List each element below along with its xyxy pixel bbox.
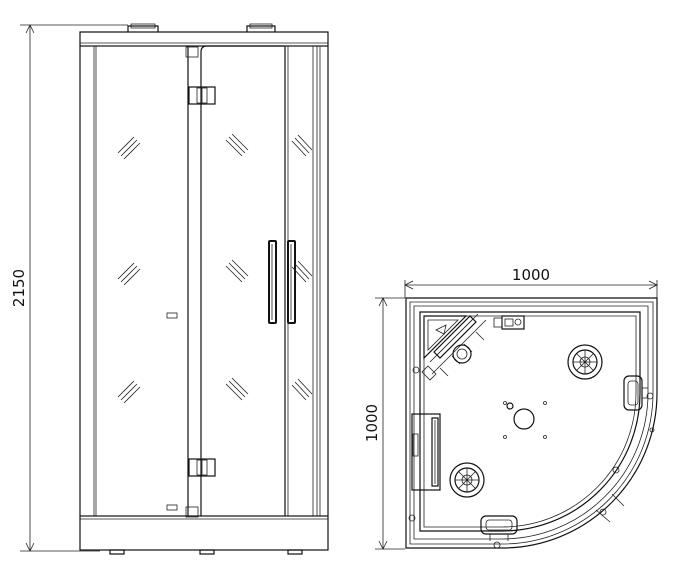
depth-dimension-label: 1000 bbox=[363, 404, 381, 442]
plan-width-dimension: 1000 bbox=[404, 266, 658, 298]
plan-depth-dimension: 1000 bbox=[363, 297, 405, 550]
width-dimension-label: 1000 bbox=[512, 266, 550, 284]
foot-right bbox=[287, 549, 303, 555]
shower-front-view bbox=[79, 23, 329, 555]
hinged-glass-door bbox=[200, 45, 289, 516]
upper-hinge-icon bbox=[188, 86, 216, 105]
top-fitting-right bbox=[246, 25, 276, 32]
ceiling-fitting-icon bbox=[452, 344, 472, 364]
right-fixed-glass-panel bbox=[312, 46, 321, 516]
glass-reflection-marks bbox=[117, 133, 313, 404]
panel-catch bbox=[166, 312, 178, 319]
control-unit-icon bbox=[493, 315, 525, 330]
massage-jet-bottom-left-icon bbox=[449, 462, 485, 498]
left-fixed-glass-panel bbox=[95, 46, 199, 518]
height-dimension-label: 2150 bbox=[10, 269, 28, 307]
plan-door-handle-right-icon bbox=[623, 375, 648, 411]
corner-seat bbox=[423, 315, 468, 360]
shower-base-tray bbox=[79, 515, 329, 555]
foot-middle bbox=[199, 549, 215, 555]
foot-left bbox=[109, 549, 125, 555]
tray-outline-outer bbox=[405, 297, 658, 549]
door-roller-icons bbox=[408, 366, 655, 549]
door-handle-icon bbox=[268, 240, 296, 324]
plan-door-handle-bottom-icon bbox=[480, 515, 518, 541]
front-height-dimension: 2150 bbox=[10, 24, 128, 552]
lower-hinge-icon bbox=[188, 458, 216, 477]
top-fitting-left bbox=[127, 25, 159, 32]
shower-plan-view bbox=[405, 297, 658, 549]
drain-icon bbox=[503, 401, 547, 439]
top-cap bbox=[79, 31, 329, 47]
massage-jet-top-right-icon bbox=[567, 344, 603, 380]
left-grab-rail-icon bbox=[411, 413, 441, 491]
